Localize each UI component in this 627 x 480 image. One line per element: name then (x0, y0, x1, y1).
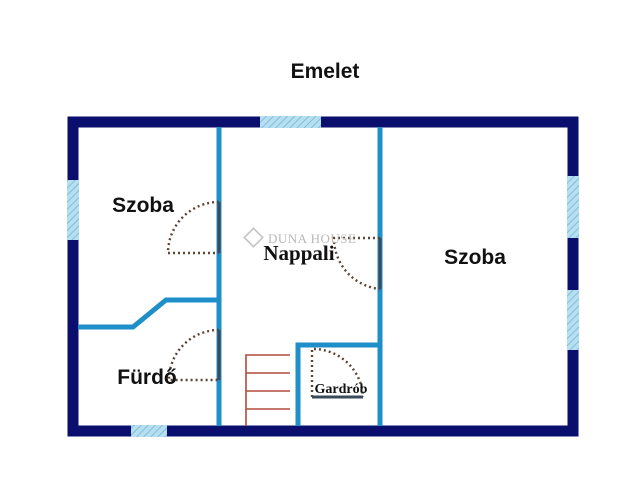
room-label-bedroom-right: Szoba (444, 246, 506, 269)
watermark-text: DUNA HOUSE (268, 231, 356, 246)
floor-title: Emelet (291, 60, 360, 83)
door-wardrobe (310, 347, 365, 399)
room-label-wardrobe: Gardrób (315, 382, 368, 397)
room-label-bathroom: Fürdő (117, 366, 176, 389)
window-right-upper (567, 176, 579, 238)
staircase (245, 354, 290, 426)
window-bottom (131, 425, 167, 437)
door-bathroom (167, 328, 221, 382)
room-label-living-room: Nappali (263, 241, 334, 265)
outer-wall (67, 116, 579, 437)
window-right-lower (567, 290, 579, 350)
duna-house-logo-icon (243, 227, 264, 248)
door-bedroom-left (166, 200, 221, 255)
duna-house-watermark: DUNA HOUSE (243, 227, 356, 248)
room-label-bedroom-left: Szoba (112, 194, 174, 217)
door-living-to-bedroom (332, 236, 382, 291)
window-top (260, 116, 321, 128)
window-left (67, 180, 79, 240)
